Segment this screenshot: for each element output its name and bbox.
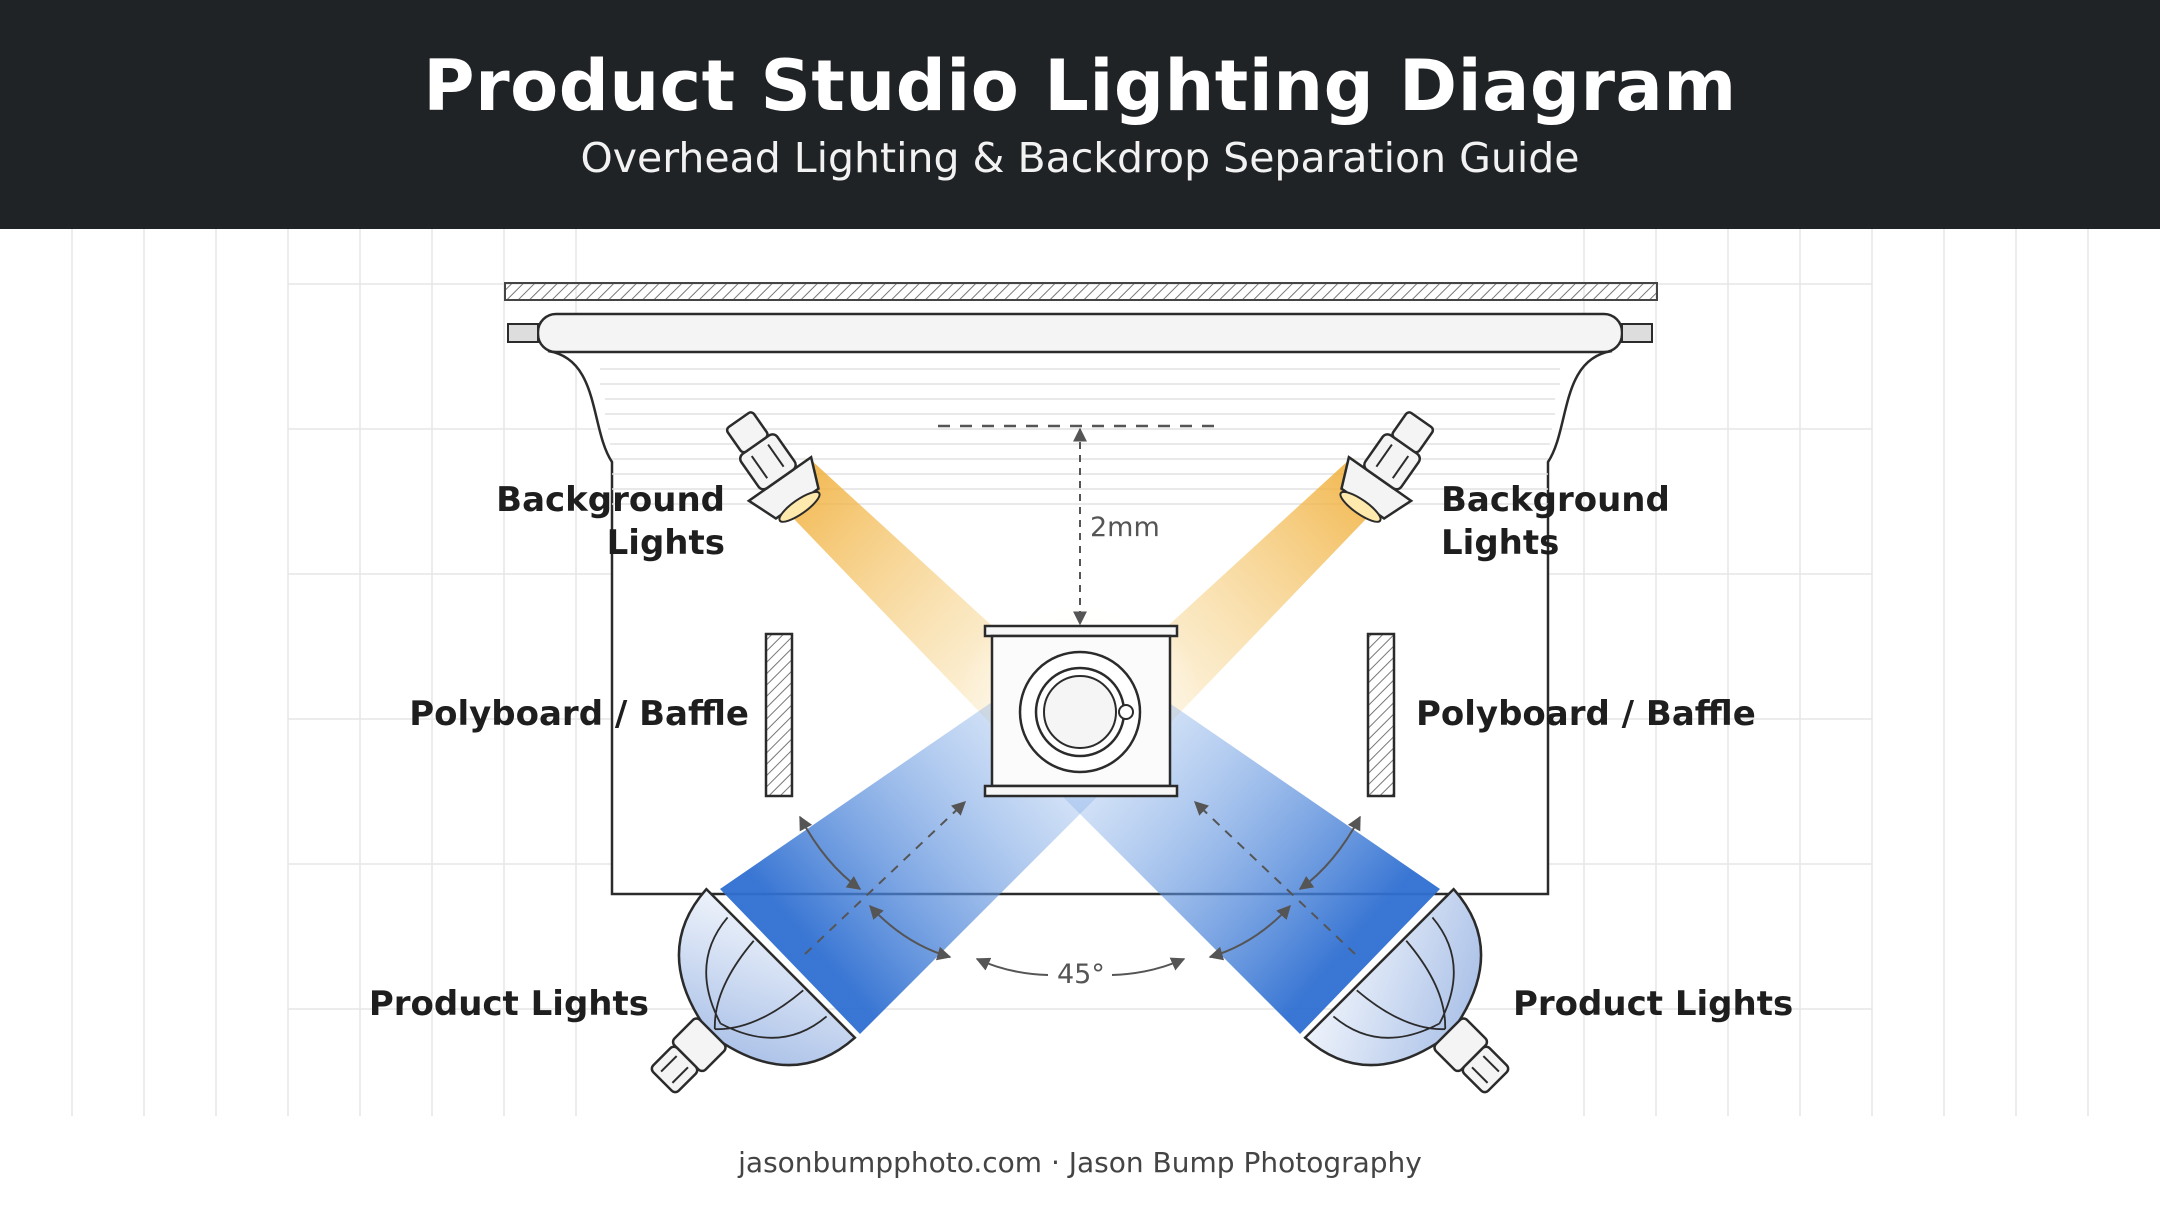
label-background-lights-right: Background Lights: [1441, 479, 1670, 565]
label-line: Background: [1441, 480, 1670, 520]
label-line: Lights: [1441, 523, 1560, 563]
ceiling-rail: [504, 282, 1658, 301]
polyboard-right: [1366, 632, 1396, 798]
label-product-lights-left: Product Lights: [368, 984, 649, 1024]
label-polyboard-left: Polyboard / Baffle: [409, 694, 749, 734]
page-title: Product Studio Lighting Diagram: [423, 45, 1737, 127]
product-light-left-icon: [650, 887, 857, 1094]
label-line: Lights: [606, 523, 725, 563]
angle-guides: [799, 801, 1361, 976]
polyboard-left: [764, 632, 794, 798]
diagram-canvas: [71, 229, 2089, 1116]
lighting-diagram: Background Lights Background Lights Poly…: [0, 229, 2160, 1129]
footer-credit: jasonbumpphoto.com · Jason Bump Photogra…: [738, 1146, 1422, 1179]
page-subtitle: Overhead Lighting & Backdrop Separation …: [580, 134, 1580, 182]
product-light-right-icon: [1303, 887, 1510, 1094]
background-light-left-icon: [725, 411, 821, 523]
distance-label: 2mm: [1090, 512, 1160, 543]
label-background-lights-left: Background Lights: [496, 479, 725, 565]
product-subject: [983, 624, 1179, 798]
background-light-right-icon: [1339, 411, 1435, 523]
angle-label: 45°: [1057, 959, 1105, 990]
label-polyboard-right: Polyboard / Baffle: [1416, 694, 1756, 734]
label-product-lights-right: Product Lights: [1513, 984, 1794, 1024]
label-line: Background: [496, 480, 725, 520]
header-banner: Product Studio Lighting Diagram Overhead…: [0, 0, 2160, 229]
